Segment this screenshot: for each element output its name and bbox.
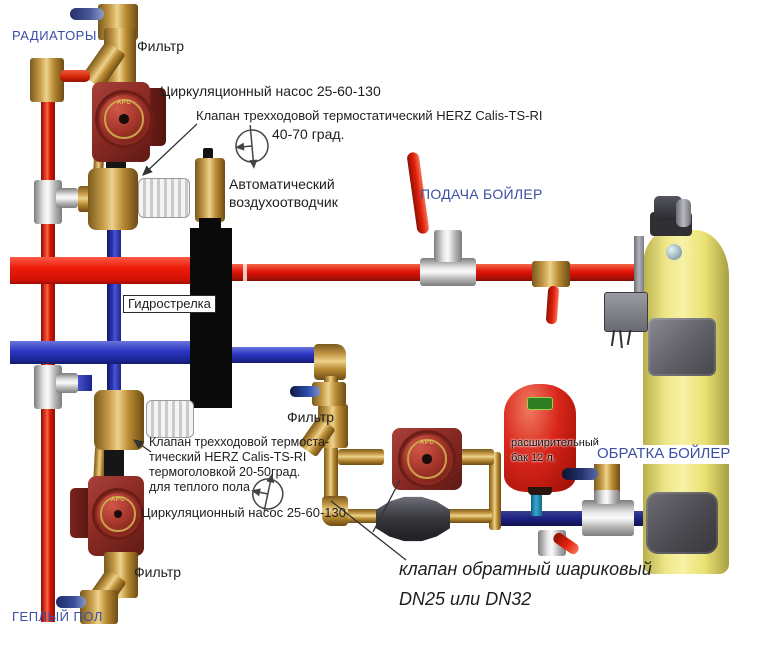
air-vent-base	[199, 218, 221, 230]
silver-tee-upper-branch	[56, 188, 78, 208]
boiler-control-box	[604, 292, 648, 332]
center-blue-riser-pipe	[107, 226, 121, 392]
supply-brass-valve-body	[532, 261, 570, 287]
return-tee-neck	[594, 490, 620, 504]
separator-return-blue-pipe	[232, 347, 332, 363]
return-header-blue-bar	[10, 341, 190, 364]
brass-elbow-top	[314, 344, 346, 380]
tank-bottom-flange	[528, 487, 552, 495]
label-radiators: РАДИАТОРЫ	[12, 28, 97, 43]
pump-floor-face: APC	[92, 488, 144, 540]
label-valve-floor-1: Клапан трехходовой термоста-	[149, 435, 330, 449]
label-air-vent-2: воздухоотводчик	[229, 194, 338, 210]
pump-ring	[407, 439, 447, 479]
three-way-valve-top-body	[88, 168, 138, 230]
label-supply-boiler: ПОДАЧА БОЙЛЕР	[420, 186, 543, 202]
label-separator: Гидрострелка	[123, 295, 216, 314]
label-check-valve-1: клапан обратный шариковый	[399, 559, 652, 579]
tank-brand-badge	[527, 397, 553, 410]
expansion-tank-stem	[531, 492, 542, 516]
label-return-boiler: ОБРАТКА БОЙЛЕР	[594, 445, 734, 464]
label-valve-floor-4: для теплого пола	[149, 480, 250, 494]
label-check-valve-2: DN25 или DN32	[399, 589, 532, 609]
pipe-joint-mark	[243, 263, 247, 282]
silver-tee-lower-branch	[56, 373, 78, 393]
supply-header-red-bar	[10, 257, 190, 284]
boiler-bracket	[634, 236, 644, 332]
label-filter-top: Фильтр	[137, 38, 185, 54]
thermostatic-head-floor	[146, 400, 194, 438]
floor-ball-valve-blue-handle	[56, 596, 86, 608]
label-tank-2: бак 12 л.	[511, 452, 556, 464]
boiler-lower-door	[646, 492, 718, 554]
pump-hub	[119, 114, 129, 124]
boiler-top-port	[666, 244, 682, 260]
control-wire	[610, 329, 616, 347]
mid-valve-blue-handle	[290, 386, 320, 397]
boiler-upper-door	[648, 318, 716, 376]
pump-brand-badge: APC	[116, 100, 132, 107]
hydraulic-separator-body	[190, 228, 232, 408]
floor-ball-valve-body	[80, 590, 118, 624]
riser-top-valve-body	[30, 58, 64, 102]
control-wire	[626, 329, 632, 346]
pump-brand-badge: APC	[110, 497, 126, 504]
label-valve-floor-2: тический HERZ Calis-TS-RI	[149, 450, 307, 464]
boiler-fan-motor	[676, 199, 691, 227]
label-filter-mid: Фильтр	[287, 409, 335, 425]
three-way-valve-floor-body	[94, 390, 144, 450]
pump-brand-badge: APC	[419, 440, 435, 447]
air-vent-body	[195, 158, 225, 222]
thermostatic-head-top	[138, 178, 190, 218]
return-valve-blue-handle	[562, 468, 598, 480]
control-wire	[619, 329, 623, 349]
pump-ring	[104, 99, 144, 139]
return-tee-chrome	[582, 500, 634, 536]
label-valve-top-1: Клапан трехходовой термостатический HERZ…	[196, 108, 543, 123]
pump-hub	[113, 509, 123, 519]
supply-valve-neck	[434, 230, 462, 262]
riser-top-valve-red-handle	[60, 70, 90, 82]
pump-inlet-fitting	[338, 449, 384, 465]
supply-brass-valve-red-handle	[545, 285, 560, 325]
top-ball-valve-blue-handle	[70, 8, 104, 20]
supply-tee-chrome	[420, 258, 476, 286]
pump-top-face: APC	[95, 90, 153, 148]
label-filter-bottom: Фильтр	[134, 564, 182, 580]
pump-ring	[100, 496, 136, 532]
label-warm-floor: ГЕПЛЫЙ ПОЛ	[12, 609, 103, 624]
three-way-valve-symbol-floor	[251, 473, 284, 511]
pump-hub	[422, 454, 432, 464]
check-valve-body	[376, 496, 450, 542]
three-way-valve-symbol-top	[235, 125, 269, 169]
label-valve-floor-3: термоголовкой 20-50град.	[149, 465, 301, 479]
label-pump-bottom: Циркуляционный насос 25-60-130	[141, 505, 346, 520]
pump-outlet-fitting	[452, 449, 494, 465]
floor-valve-coupling-dark	[104, 450, 124, 478]
label-valve-top-2: 40-70 град.	[272, 126, 345, 142]
label-tank-1: расширительный	[511, 437, 599, 449]
label-air-vent-1: Автоматический	[229, 176, 335, 192]
brass-riser-right	[489, 452, 501, 530]
label-pump-top: Циркуляционный насос 25-60-130	[160, 83, 381, 99]
pump-mid-face: APC	[398, 430, 456, 488]
air-vent-cap	[203, 148, 213, 162]
